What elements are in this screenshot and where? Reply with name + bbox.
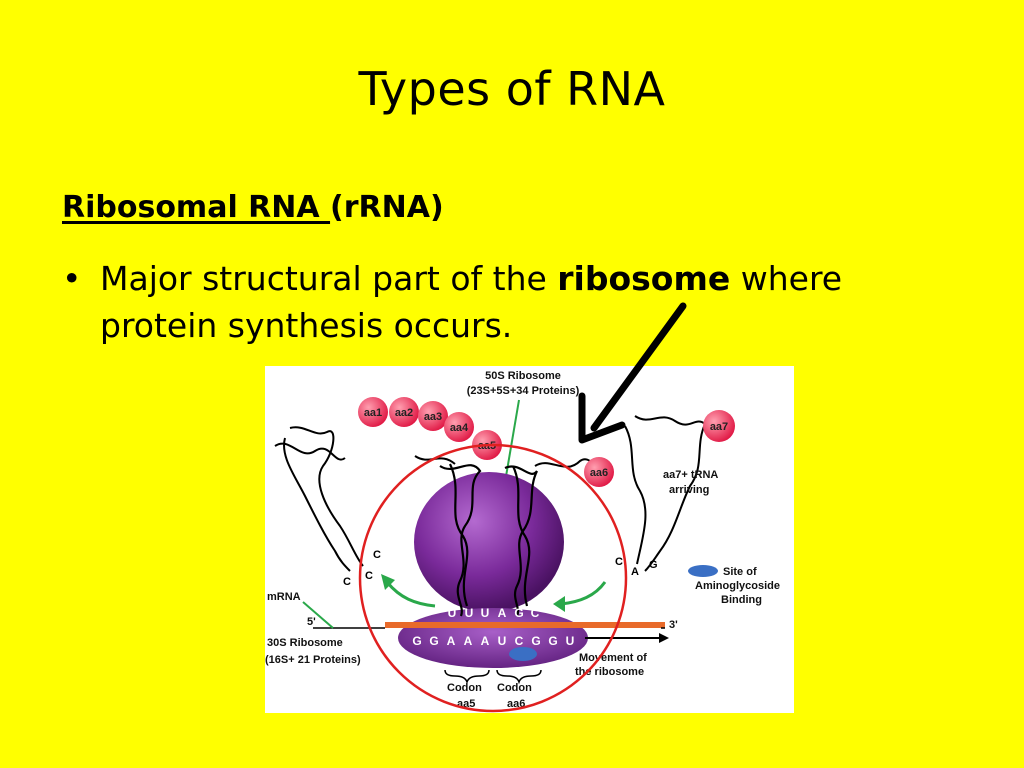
aa-label-3: aa3	[424, 411, 442, 423]
green-arrow-left	[385, 581, 436, 608]
highlight-circle	[358, 443, 628, 713]
bullet-text: Major structural part of the ribosome wh…	[100, 255, 962, 349]
trna-a-site-strand	[512, 465, 531, 607]
label-50s-line1: 50S Ribosome	[485, 370, 561, 382]
mrna-base-5: A	[481, 634, 490, 648]
bullet-bold-word: ribosome	[557, 259, 731, 298]
mrna-base-4: A	[464, 634, 473, 648]
site-line3: Binding	[721, 594, 762, 606]
ribosome-diagram-svg: aa1 aa2 aa3 aa4 aa5 aa6 aa7 C C C C A G …	[265, 370, 780, 713]
trna-arriving-line1: aa7+ tRNA	[663, 469, 718, 481]
anticodon-4: A	[498, 606, 507, 620]
cca-right-3: G	[649, 559, 658, 571]
codon-brace-2	[496, 669, 542, 685]
mrna-base-3: A	[447, 634, 456, 648]
aa-label-7: aa7	[710, 421, 728, 433]
mrna-strand	[385, 622, 665, 628]
aa-label-2: aa2	[395, 407, 413, 419]
aa-label-6: aa6	[590, 467, 608, 479]
cca-right-1: C	[615, 556, 623, 568]
aa-label-4: aa4	[450, 422, 469, 434]
five-prime-label: 5'	[307, 616, 316, 628]
subheading: Ribosomal RNA (rRNA)	[62, 190, 444, 225]
three-prime-label: 3'	[669, 619, 678, 631]
label-30s-line1: 30S Ribosome	[267, 637, 343, 649]
bullet-text-part2: where protein synthesis occurs.	[100, 259, 843, 345]
mrna-base-6: U	[498, 634, 507, 648]
cca-left-2: C	[343, 576, 351, 588]
movement-line2: the ribosome	[575, 666, 644, 678]
site-line1: Site of	[723, 566, 757, 578]
mrna-label: mRNA	[267, 591, 301, 603]
aa-ball-3	[418, 401, 448, 431]
trna-left	[274, 437, 351, 572]
trna-arriving-line2: arriving	[669, 484, 709, 496]
codon-brace-1	[444, 669, 490, 685]
cca-left-3: C	[365, 570, 373, 582]
anticodon-5: G	[514, 606, 523, 620]
slide-title: Types of RNA	[358, 62, 666, 116]
aa-ball-4	[444, 412, 474, 442]
mrna-label-pointer	[302, 601, 334, 629]
aa-label-1: aa1	[364, 407, 382, 419]
binding-site-blob	[509, 647, 537, 661]
aa-ball-6	[584, 457, 614, 487]
movement-arrowhead	[659, 633, 669, 643]
bullet-dot: •	[62, 259, 82, 298]
mrna-base-10: U	[566, 634, 575, 648]
aa-chain	[358, 397, 735, 487]
label-30s-line2: (16S+ 21 Proteins)	[265, 654, 361, 666]
mrna-base-2: G	[429, 634, 438, 648]
trna-right-strand	[624, 425, 647, 565]
aa-ball-7	[703, 410, 735, 442]
mrna-base-8: G	[531, 634, 540, 648]
codon-label-2: Codon	[497, 682, 532, 694]
binding-site-legend-blob	[688, 565, 718, 577]
small-subunit-30s	[398, 608, 588, 668]
anticodon-2: U	[465, 606, 474, 620]
movement-line1: Movement of	[579, 652, 647, 664]
anticodon-3: U	[481, 606, 490, 620]
site-line2: Aminoglycoside	[695, 580, 780, 592]
bullet-text-part1: Major structural part of the	[100, 259, 558, 298]
cca-right-2: A	[631, 566, 639, 578]
green-arrow-right	[560, 581, 607, 606]
subheading-abbrev: (rRNA)	[330, 190, 444, 225]
mrna-base-9: G	[548, 634, 557, 648]
subheading-underlined: Ribosomal RNA	[62, 190, 331, 225]
mrna-base-7: C	[515, 634, 524, 648]
aa-ball-2	[389, 397, 419, 427]
label-50s-line2: (23S+5S+34 Proteins)	[467, 385, 580, 397]
anticodon-6: C	[531, 606, 540, 620]
ribosome-diagram: aa1 aa2 aa3 aa4 aa5 aa6 aa7 C C C C A G …	[265, 366, 794, 713]
cca-left-1: C	[373, 549, 381, 561]
green-arrowhead-left	[381, 574, 395, 590]
trna-left-strand	[289, 426, 364, 567]
trna-p-site	[439, 464, 482, 617]
green-arrowhead-right	[553, 596, 565, 612]
trna-p-site-strand	[449, 463, 469, 607]
codon-label-1: Codon	[447, 682, 482, 694]
anticodon-1: U	[448, 606, 457, 620]
aa-ball-1	[358, 397, 388, 427]
mrna-base-1: G	[412, 634, 421, 648]
bullet-point: • Major structural part of the ribosome …	[62, 255, 962, 349]
large-subunit-50s	[414, 472, 564, 612]
